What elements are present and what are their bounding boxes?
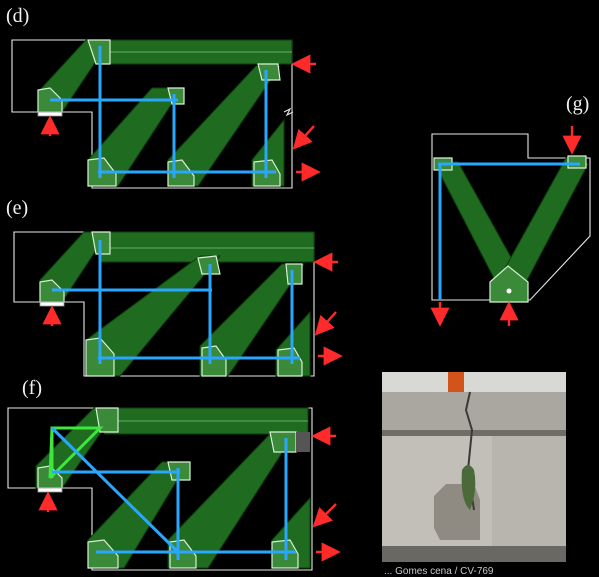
label-f: (f): [22, 377, 42, 399]
load-arrow-f-diag: [316, 504, 336, 524]
label-d: (d): [6, 5, 29, 27]
photo-orange-post: [448, 372, 464, 392]
model-d: (d): [6, 5, 316, 188]
node-g-pin: [507, 289, 512, 294]
photo-beam-shadow: [382, 430, 566, 436]
model-g: (g): [432, 93, 590, 326]
model-f: (f): [8, 377, 336, 570]
load-arrow-d-diag: [296, 126, 314, 146]
photo-beam: [382, 392, 566, 432]
node-g-right: [568, 156, 586, 168]
label-g: (g): [566, 93, 589, 115]
bearing-f: [38, 488, 62, 492]
strut-g-right: [504, 158, 588, 286]
node-d6: [258, 64, 280, 80]
bearing-e: [40, 302, 64, 306]
label-e: (e): [6, 197, 28, 219]
photo-caption: ... Gomes cena / CV-769: [384, 566, 494, 577]
bearing-d: [38, 112, 62, 116]
node-f4-cover: [296, 432, 310, 452]
load-arrow-e-diag: [318, 312, 336, 332]
model-e: (e): [6, 197, 338, 376]
photo-base: [382, 546, 566, 562]
photo-cracked-corbel: ... Gomes cena / CV-769: [382, 372, 566, 577]
node-e4: [286, 264, 302, 284]
node-f4: [270, 432, 296, 452]
